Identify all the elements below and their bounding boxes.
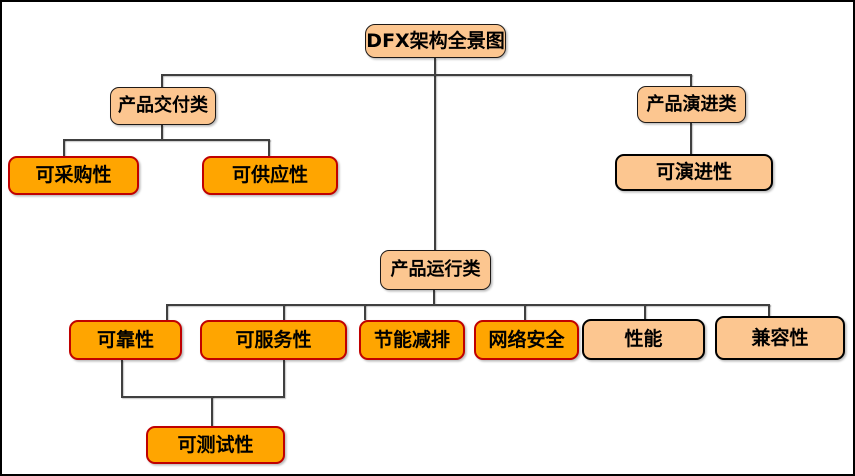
node-compatibility: 兼容性 (715, 316, 845, 360)
connector-rail-to-deliver (161, 74, 163, 87)
connector-deliver-down (161, 125, 163, 139)
node-product-delivery: 产品交付类 (110, 87, 216, 125)
node-procurability: 可采购性 (8, 156, 139, 195)
connector-rail-to-evolve (690, 74, 692, 86)
connector-to-security (524, 304, 526, 320)
node-root: DFX架构全景图 (365, 24, 506, 58)
connector-top-rail (162, 74, 692, 76)
connector-root-to-run (434, 58, 436, 250)
connector-to-evolvable (690, 123, 692, 154)
connector-to-performance (644, 304, 646, 319)
node-energy-saving: 节能减排 (359, 320, 465, 360)
node-product-evolution: 产品演进类 (637, 86, 746, 123)
connector-to-compatibility (768, 304, 770, 316)
node-reliability: 可靠性 (69, 320, 182, 360)
node-performance: 性能 (582, 319, 705, 360)
node-suppliability: 可供应性 (202, 156, 338, 195)
connector-to-serviceability (283, 304, 285, 320)
connector-to-reliability (166, 304, 168, 320)
connector-to-testability (211, 396, 213, 426)
connector-to-procurable (63, 139, 65, 156)
connector-test-rail (121, 396, 285, 398)
connector-reliability-down (121, 360, 123, 396)
node-serviceability: 可服务性 (200, 320, 347, 360)
connector-run-rail (166, 304, 770, 306)
node-product-operation: 产品运行类 (380, 250, 491, 290)
node-testability: 可测试性 (146, 426, 285, 464)
connector-serviceability-down (283, 360, 285, 396)
connector-to-suppliable (268, 139, 270, 156)
connector-run-down (433, 290, 435, 304)
connector-deliver-rail (63, 139, 270, 141)
connector-to-energy (364, 304, 366, 320)
node-network-security: 网络安全 (474, 320, 579, 360)
node-evolvability: 可演进性 (615, 154, 773, 191)
